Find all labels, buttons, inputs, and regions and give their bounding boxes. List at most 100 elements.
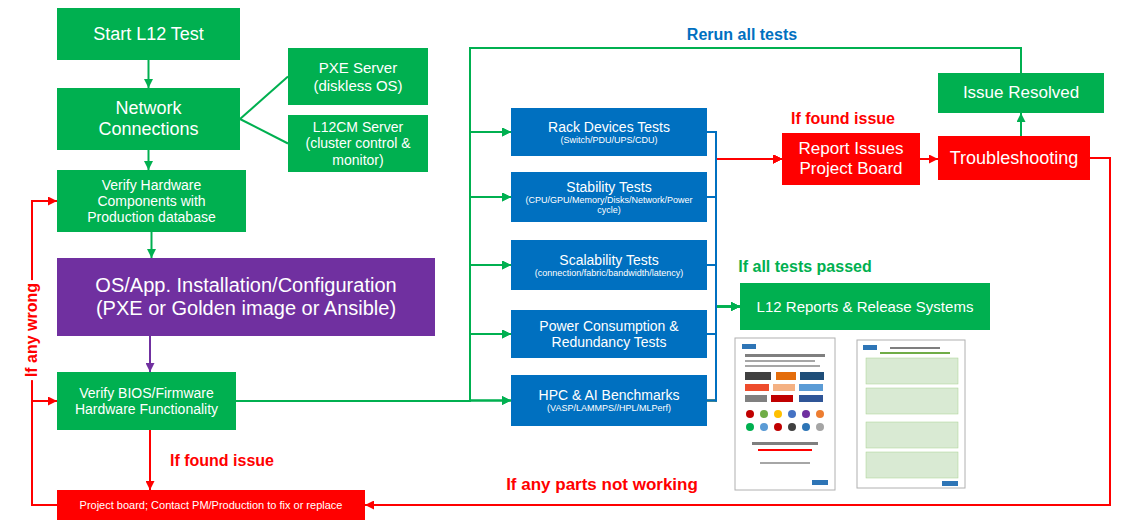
process-box: Start L12 Test bbox=[57, 8, 240, 60]
box-title: Scalability Tests bbox=[559, 252, 658, 268]
text-line bbox=[880, 352, 950, 354]
flow-arrow bbox=[149, 336, 151, 372]
text-line bbox=[745, 354, 825, 357]
text-line bbox=[745, 360, 815, 362]
report-page bbox=[857, 340, 965, 488]
logo-mark bbox=[746, 410, 754, 418]
logo-mark bbox=[760, 423, 768, 431]
edge-label: Rerun all tests bbox=[684, 26, 800, 44]
flow-arrow bbox=[707, 159, 782, 197]
process-box: Scalability Tests(connection/fabric/band… bbox=[511, 240, 707, 290]
report-thumbnail bbox=[735, 338, 835, 490]
box-title: L12CM Server (cluster control & monitor) bbox=[294, 119, 422, 167]
box-title: Verify BIOS/Firmware Hardware Functional… bbox=[63, 385, 230, 417]
logo-mark bbox=[802, 423, 810, 431]
flow-arrow bbox=[1020, 113, 1022, 136]
box-title: Stability Tests bbox=[566, 179, 651, 195]
process-box: Stability Tests(CPU/GPU/Memory/Disks/Net… bbox=[511, 172, 707, 222]
box-title: Project board; Contact PM/Production to … bbox=[80, 499, 343, 512]
process-box: Rack Devices Tests(Switch/PDU/UPS/CDU) bbox=[511, 108, 707, 156]
logo-mark bbox=[788, 410, 796, 418]
edge-label: If any wrong bbox=[23, 280, 41, 380]
box-subtitle: (VASP/LAMMPS//HPL/MLPerf) bbox=[547, 403, 671, 413]
box-subtitle: (connection/fabric/bandwidth/latency) bbox=[535, 268, 684, 278]
test-bus bbox=[707, 131, 717, 402]
logo-mark bbox=[776, 372, 796, 380]
box-title: Rack Devices Tests bbox=[548, 119, 670, 135]
flow-arrow bbox=[148, 60, 150, 88]
process-box: Network Connections bbox=[57, 88, 240, 150]
flow-arrow bbox=[148, 150, 150, 170]
logo-mark bbox=[774, 423, 782, 431]
process-box: L12CM Server (cluster control & monitor) bbox=[288, 115, 428, 172]
process-box: HPC & AI Benchmarks(VASP/LAMMPS//HPL/MLP… bbox=[511, 375, 707, 426]
result-chart bbox=[866, 422, 958, 448]
logo-mark bbox=[816, 410, 824, 418]
box-title: L12 Reports & Release Systems bbox=[757, 298, 974, 315]
flow-arrow bbox=[707, 132, 740, 307]
flow-arrow bbox=[707, 159, 782, 401]
bus-line bbox=[715, 131, 717, 402]
flow-arrow bbox=[707, 307, 740, 401]
edge-label: If any parts not working bbox=[503, 475, 701, 495]
flow-arrow bbox=[32, 401, 57, 505]
box-subtitle: (CPU/GPU/Memory/Disks/Network/Power cycl… bbox=[517, 195, 701, 216]
logo-mark bbox=[812, 480, 828, 485]
flow-arrow bbox=[707, 197, 740, 307]
box-title: Network Connections bbox=[63, 98, 234, 139]
process-box: Report Issues Project Board bbox=[782, 133, 920, 185]
flow-arrow bbox=[365, 158, 1110, 505]
text-line bbox=[758, 449, 812, 451]
logo-mark bbox=[799, 384, 823, 391]
edge-label: If all tests passed bbox=[735, 258, 874, 276]
box-title: PXE Server (diskless OS) bbox=[294, 59, 422, 94]
text-line bbox=[745, 365, 820, 367]
box-title: Verify Hardware Components with Producti… bbox=[63, 177, 240, 225]
box-title: Start L12 Test bbox=[93, 24, 204, 45]
flow-arrow bbox=[240, 77, 288, 120]
process-box: Project board; Contact PM/Production to … bbox=[57, 490, 365, 520]
process-box: Troubleshooting bbox=[938, 136, 1090, 180]
report-page bbox=[735, 338, 835, 490]
logo-mark bbox=[774, 410, 782, 418]
logo-mark bbox=[942, 481, 958, 486]
logo-mark bbox=[802, 410, 810, 418]
logo-mark bbox=[788, 423, 796, 431]
process-box: Verify Hardware Components with Producti… bbox=[57, 170, 246, 232]
report-thumbnail bbox=[857, 340, 965, 488]
flow-arrow bbox=[149, 430, 151, 490]
logo-mark bbox=[773, 384, 795, 391]
box-title: Report Issues Project Board bbox=[788, 139, 914, 178]
text-line bbox=[890, 347, 940, 349]
text-line bbox=[752, 442, 818, 445]
process-box: OS/App. Installation/Configuration(PXE o… bbox=[57, 258, 435, 336]
logo-mark bbox=[746, 423, 754, 431]
logo-mark bbox=[863, 345, 877, 350]
process-box: Power Consumption & Redundancy Tests bbox=[511, 310, 707, 358]
text-line bbox=[760, 462, 810, 464]
edge-label: If found issue bbox=[167, 452, 277, 470]
logo-mark bbox=[745, 384, 769, 391]
flow-arrow bbox=[707, 132, 782, 159]
logo-mark bbox=[745, 372, 771, 380]
process-box: Verify BIOS/Firmware Hardware Functional… bbox=[57, 372, 236, 430]
box-title: Issue Resolved bbox=[963, 83, 1079, 103]
process-box: PXE Server (diskless OS) bbox=[288, 48, 428, 105]
box-title: OS/App. Installation/Configuration bbox=[95, 274, 396, 297]
process-box: L12 Reports & Release Systems bbox=[740, 283, 990, 330]
logo-mark bbox=[800, 372, 824, 380]
flow-arrow bbox=[707, 307, 740, 335]
edge-label: If found issue bbox=[788, 110, 898, 128]
connectors bbox=[32, 48, 1110, 505]
process-box: Issue Resolved bbox=[938, 73, 1104, 113]
flow-arrow bbox=[151, 232, 153, 258]
result-chart bbox=[866, 358, 958, 384]
flow-arrow bbox=[707, 159, 782, 265]
box-title: Troubleshooting bbox=[950, 148, 1078, 169]
logo-mark bbox=[760, 410, 768, 418]
result-chart bbox=[866, 452, 958, 478]
box-title: HPC & AI Benchmarks bbox=[539, 387, 680, 403]
box-subtitle: (Switch/PDU/UPS/CDU) bbox=[560, 135, 657, 145]
logo-mark bbox=[742, 344, 756, 349]
